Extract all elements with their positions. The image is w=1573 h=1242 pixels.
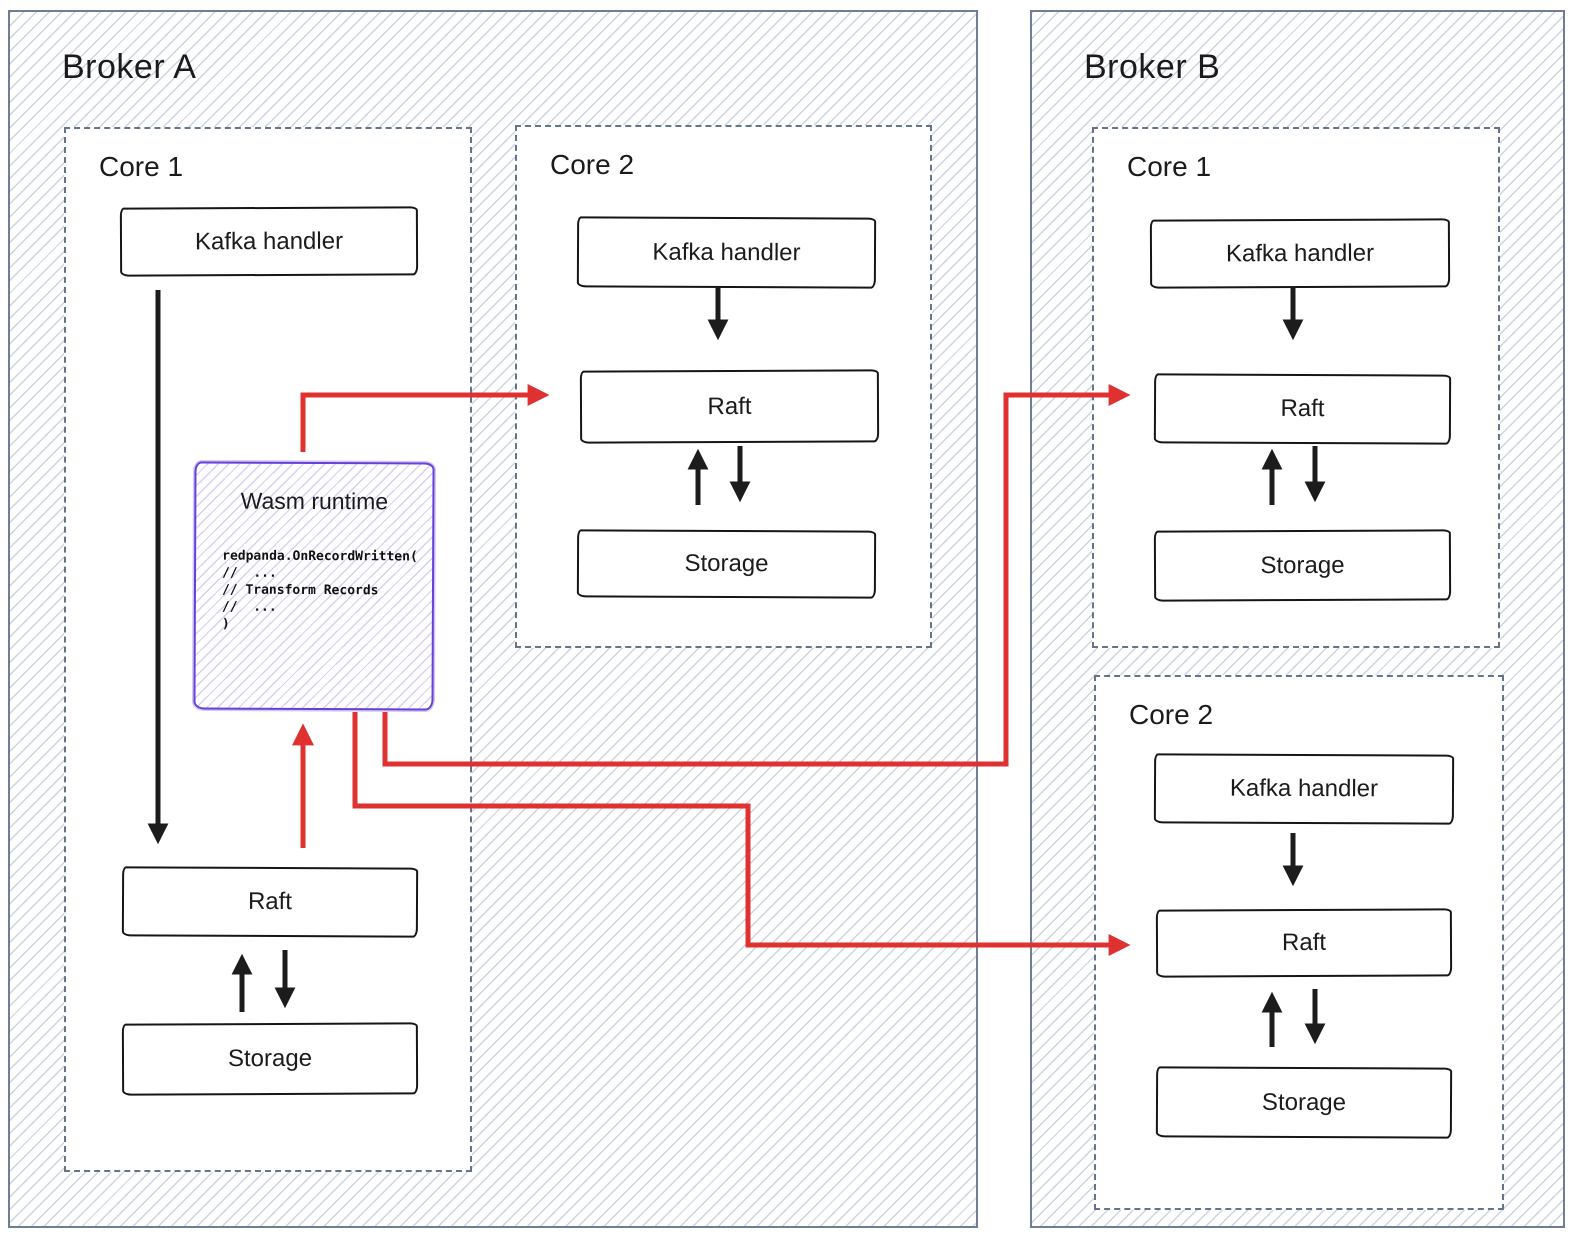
raft-label: Raft [1281, 928, 1327, 957]
raft-label: Raft [1280, 394, 1325, 423]
broker-a-title: Broker A [62, 48, 197, 86]
wasm-runtime-code: redpanda.OnRecordWritten( // ... // Tran… [221, 548, 418, 632]
kafka-handler-label: Kafka handler [1225, 239, 1375, 267]
broker-b-core-2-label: Core 2 [1129, 699, 1214, 730]
storage-label: Storage [1260, 551, 1345, 579]
storage-label: Storage [684, 549, 769, 578]
broker-a-core-2-kafka-handler-box: Kafka handler [576, 216, 877, 289]
broker-a-core-1-storage-box: Storage [121, 1022, 419, 1096]
broker-a-core-2-label: Core 2 [550, 149, 635, 180]
kafka-handler-label: Kafka handler [1229, 774, 1379, 803]
broker-a-core-2-raft-box: Raft [579, 369, 880, 444]
broker-b-core-1-label: Core 1 [1127, 151, 1212, 182]
wasm-runtime-title: Wasm runtime [240, 487, 389, 515]
broker-b-core-1-raft-box: Raft [1153, 373, 1452, 445]
broker-a-core-1-label: Core 1 [99, 151, 184, 182]
broker-a-core-2-storage-box: Storage [576, 529, 877, 599]
broker-b-core-1: Core 1 Kafka handler Raft Storage [1092, 127, 1500, 648]
broker-a-core-1-raft-box: Raft [121, 866, 419, 938]
broker-a-core-2: Core 2 Kafka handler Raft Storage [515, 125, 932, 648]
storage-label: Storage [227, 1044, 313, 1073]
broker-a-core-1-kafka-handler-box: Kafka handler [119, 206, 419, 277]
broker-b-core-1-kafka-handler-box: Kafka handler [1149, 218, 1451, 289]
broker-b-title: Broker B [1084, 48, 1221, 86]
raft-label: Raft [707, 392, 752, 420]
broker-a: Broker A Core 1 Kafka handler Wasm runti… [8, 10, 978, 1228]
broker-b-core-2-raft-box: Raft [1155, 908, 1453, 978]
broker-a-core-1: Core 1 Kafka handler Wasm runtime redpan… [64, 127, 472, 1172]
broker-b-core-2: Core 2 Kafka handler Raft Storage [1094, 675, 1504, 1210]
broker-b-core-2-kafka-handler-box: Kafka handler [1153, 753, 1455, 825]
kafka-handler-label: Kafka handler [194, 227, 344, 255]
kafka-handler-label: Kafka handler [652, 238, 801, 266]
broker-b-core-1-storage-box: Storage [1153, 529, 1452, 602]
wasm-runtime-box: Wasm runtime redpanda.OnRecordWritten( /… [193, 461, 435, 711]
broker-b: Broker B Core 1 Kafka handler Raft Stora… [1030, 10, 1565, 1228]
broker-b-core-2-storage-box: Storage [1155, 1066, 1453, 1139]
storage-label: Storage [1261, 1088, 1347, 1116]
raft-label: Raft [247, 887, 293, 916]
